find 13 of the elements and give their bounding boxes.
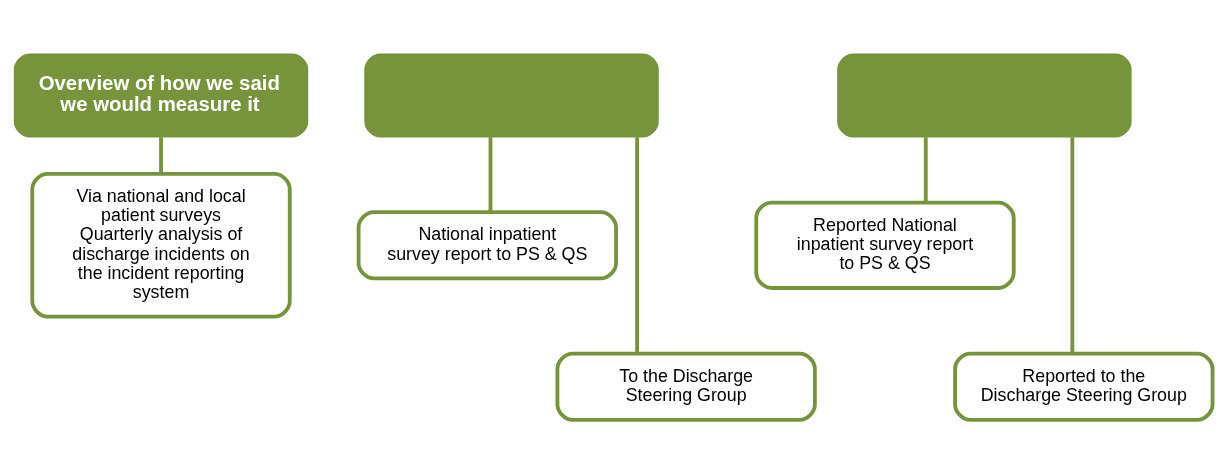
node-box [364,52,659,138]
node-box: National inpatient survey report to PS & QS [356,209,618,280]
node-box: Reported to the Discharge Steering Group [953,351,1215,422]
node-box: Via national and local patient surveys Quarterly analysis of discharge incidents on the incident reporting system [30,171,292,319]
connector [1070,136,1075,353]
node-box: To the Discharge Steering Group [555,351,817,422]
connector [488,136,493,212]
node-box: Overview of how we said we would measure it [13,52,309,138]
connector [159,136,163,173]
connector [635,136,639,353]
node-box: Reported National inpatient survey report to PS & QS [754,200,1016,290]
connector [923,136,928,202]
node-box [837,52,1132,138]
